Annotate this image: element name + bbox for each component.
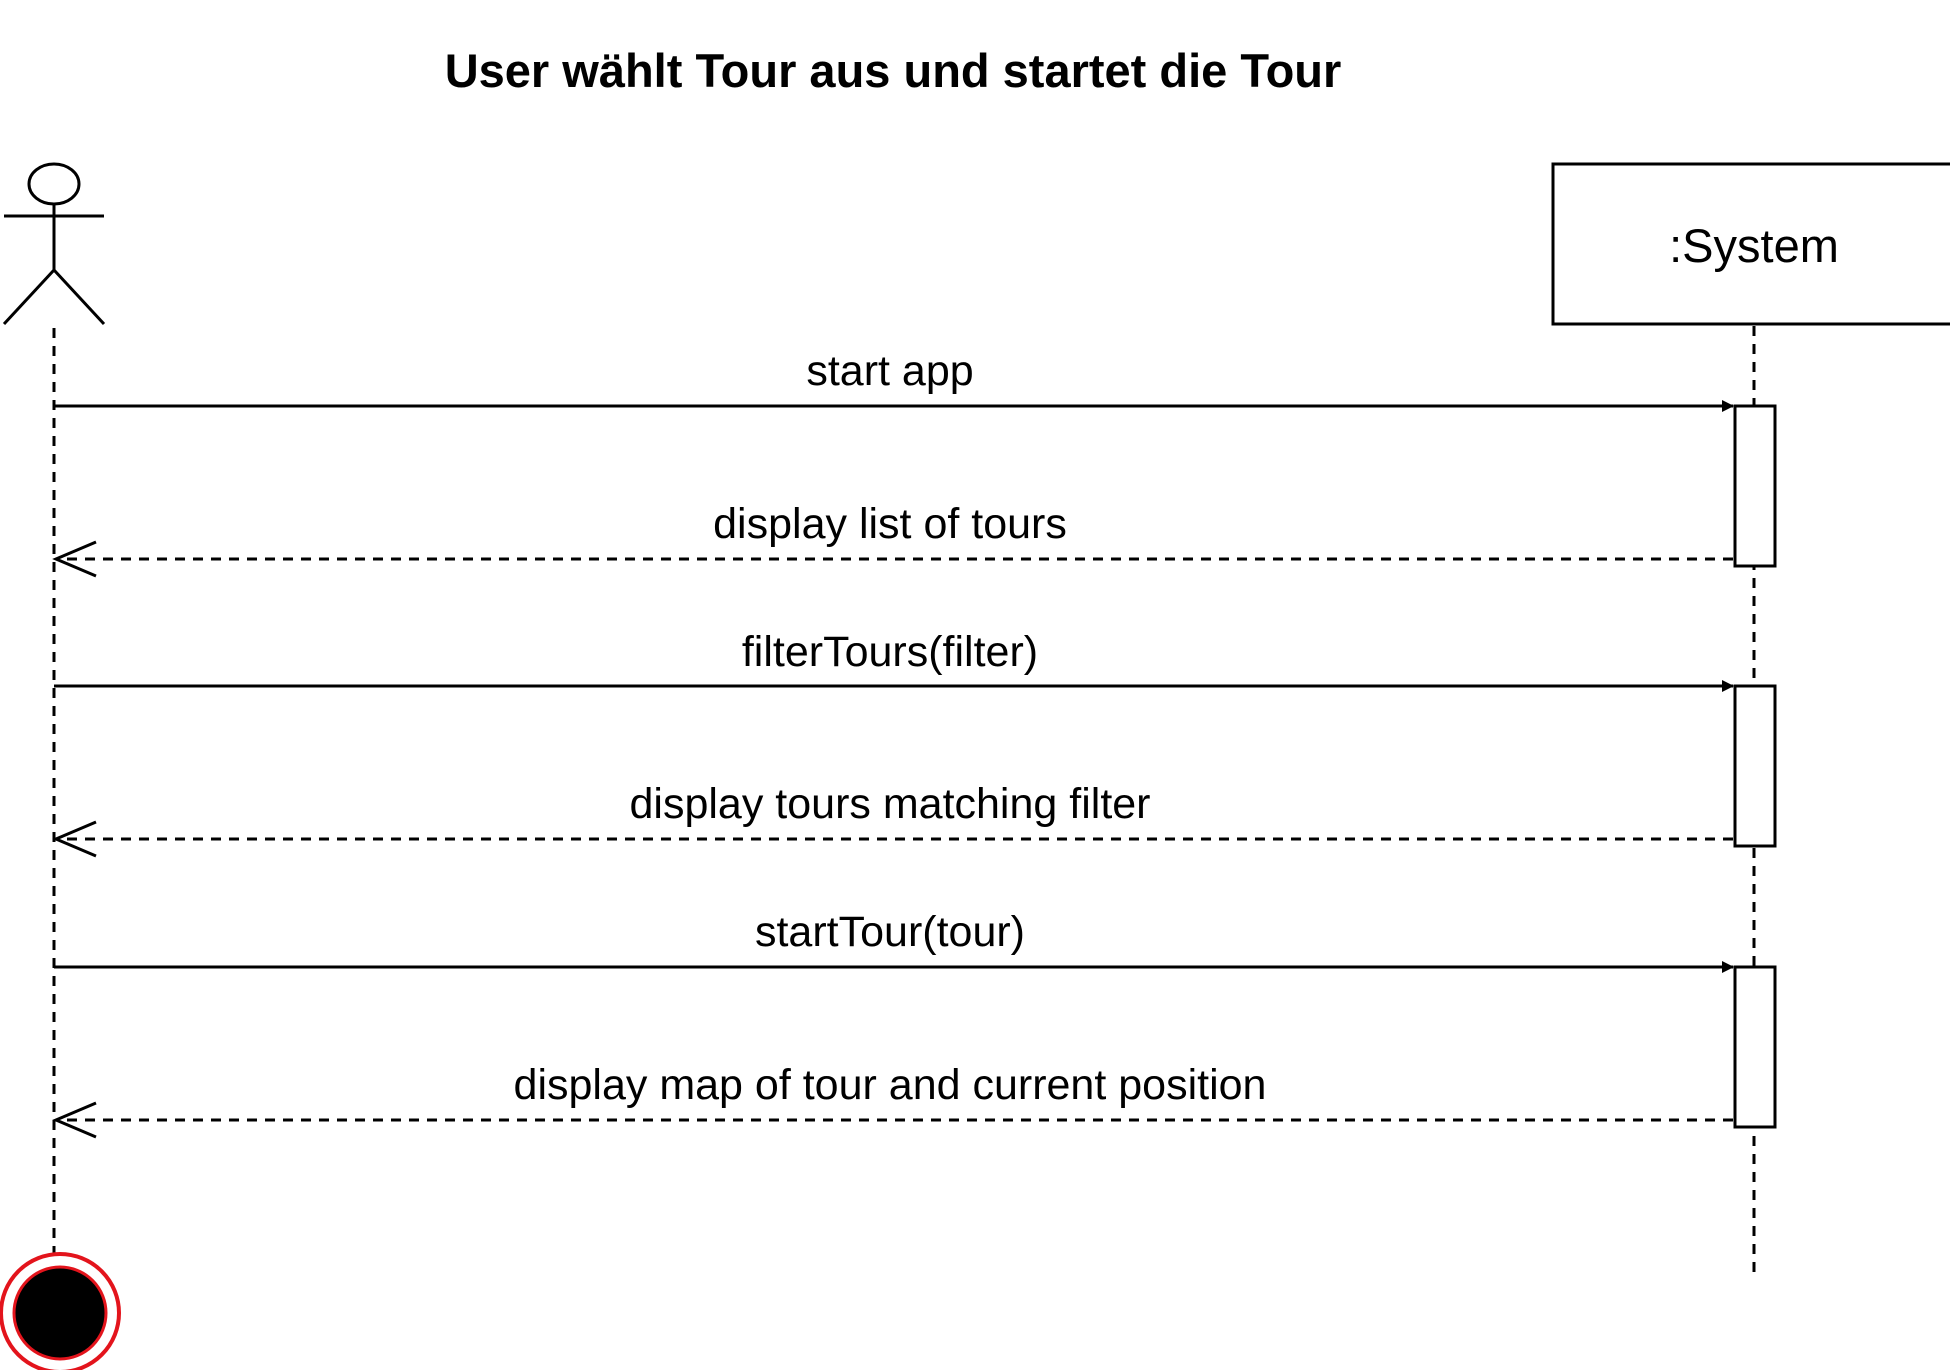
system-participant-box [1551, 162, 1950, 326]
message-label: startTour(tour) [755, 908, 1025, 956]
stick-figure-actor-icon[interactable] [2, 162, 106, 326]
message-display-list-of-tours[interactable]: display list of tours [52, 500, 1733, 578]
activation-bar [1733, 404, 1777, 568]
message-label: filterTours(filter) [742, 628, 1038, 676]
diagram-title: User wählt Tour aus und startet die Tour [445, 44, 1342, 97]
message-label: display tours matching filter [630, 780, 1151, 828]
message-display-tours-matching-filter[interactable]: display tours matching filter [52, 780, 1733, 858]
open-arrowhead-icon [52, 1101, 97, 1139]
open-arrowhead-icon [52, 540, 97, 578]
message-start-tour[interactable]: startTour(tour) [54, 908, 1734, 973]
final-state-icon[interactable] [0, 1252, 121, 1370]
message-label: display map of tour and current position [514, 1061, 1267, 1109]
activation-bar [1733, 684, 1777, 848]
message-label: display list of tours [713, 500, 1067, 548]
system-participant-label: :System [1669, 219, 1839, 272]
system-participant[interactable]: :System [1551, 162, 1950, 326]
open-arrowhead-icon [52, 820, 97, 858]
message-label: start app [806, 347, 973, 395]
message-filter-tours[interactable]: filterTours(filter) [54, 628, 1734, 692]
message-start-app[interactable]: start app [54, 347, 1734, 412]
message-display-map-of-tour[interactable]: display map of tour and current position [52, 1061, 1733, 1139]
activation-bar [1733, 965, 1777, 1129]
